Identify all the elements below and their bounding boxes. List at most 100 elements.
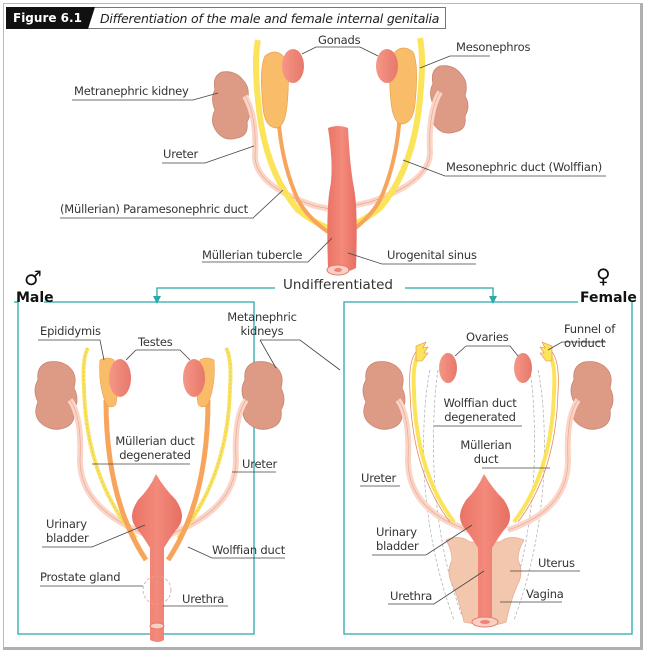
mesonephros-left xyxy=(261,51,289,129)
label-funnel-of-oviduct: Funnel of oviduct xyxy=(564,322,615,350)
leader-urinary-bladder-female xyxy=(372,524,473,556)
urogenital-sinus xyxy=(327,126,357,272)
leader-wolffian-duct xyxy=(187,546,285,559)
oviduct-right-edge xyxy=(517,351,559,523)
leader-urogenital-sinus xyxy=(347,252,476,265)
mullerian-degenerated-right-dash xyxy=(177,347,231,539)
label-prostate-gland: Prostate gland xyxy=(40,570,121,584)
wolffian-degenerated-left-2 xyxy=(433,369,463,617)
label-urethra-female: Urethra xyxy=(390,589,433,603)
label-funnel-line2: oviduct xyxy=(564,336,606,350)
label-urinary-bladder-male-line2: bladder xyxy=(46,531,89,545)
label-wolffian-degenerated-line2: degenerated xyxy=(444,410,516,424)
kidney-right-male xyxy=(241,361,285,430)
ureter-left-male-edge xyxy=(69,399,151,537)
ureter-right-female-edge xyxy=(507,399,579,531)
leader-testes xyxy=(125,349,191,361)
label-vagina: Vagina xyxy=(526,587,564,601)
leader-kidneys-across xyxy=(260,339,341,371)
figure-title: Differentiation of the male and female i… xyxy=(87,7,447,29)
label-urogenital-sinus: Urogenital sinus xyxy=(387,248,477,262)
label-gonads: Gonads xyxy=(318,33,361,47)
ovary-right xyxy=(514,353,532,383)
mullerian-duct-right-top xyxy=(348,109,402,234)
gonad-left xyxy=(282,49,304,83)
arrow-to-male xyxy=(156,287,275,300)
oviduct-right xyxy=(512,350,557,524)
label-urinary-bladder-male: Urinary bladder xyxy=(46,517,89,545)
ureter-left-female-edge xyxy=(397,399,469,531)
arrowhead-male xyxy=(153,296,161,304)
leader-mesonephric xyxy=(402,159,606,177)
label-urinary-bladder-female-line1: Urinary xyxy=(376,525,417,539)
label-urinary-bladder-female: Urinary bladder xyxy=(376,525,419,553)
ureter-right-male-edge xyxy=(165,399,247,537)
label-wolffian-duct: Wolffian duct xyxy=(212,543,286,557)
label-mesonephric-duct: Mesonephric duct (Wolffian) xyxy=(446,160,603,174)
leader-funnel xyxy=(547,341,606,351)
arrow-to-female xyxy=(405,287,494,300)
funnel-left xyxy=(415,341,429,362)
testis-left xyxy=(109,359,131,397)
kidney-left-female xyxy=(362,361,406,430)
label-urinary-bladder-male-line1: Urinary xyxy=(46,517,87,531)
label-metanephric-kidney: Metranephric kidney xyxy=(74,84,189,98)
ovary-left xyxy=(439,353,457,383)
kidney-right-top xyxy=(430,65,469,134)
label-metanephric-kidneys: Metanephric kidneys xyxy=(226,310,298,338)
leader-kidneys-male xyxy=(259,339,277,369)
wolffian-degenerated-right xyxy=(513,369,545,621)
gonad-right xyxy=(376,49,398,83)
undifferentiated-label: Undifferentiated xyxy=(278,277,398,293)
label-metanephric-kidneys-line1: Metanephric xyxy=(227,310,297,324)
label-mullerian-degenerated: Müllerian duct degenerated xyxy=(110,434,200,462)
figure-header: Figure 6.1 Differentiation of the male a… xyxy=(6,7,447,29)
wolffian-duct-right-male xyxy=(165,399,211,562)
prostate-gland xyxy=(142,575,172,605)
testis-right xyxy=(183,359,205,397)
wolffian-degenerated-left xyxy=(423,369,455,621)
male-heading: Male xyxy=(16,290,54,306)
leader-urethra-female xyxy=(388,570,485,605)
urogenital-sinus-lumen xyxy=(334,268,342,272)
female-heading: Female xyxy=(580,290,637,306)
urethra-lumen-female xyxy=(480,620,490,624)
label-ureter-top: Ureter xyxy=(163,147,199,161)
label-funnel-line1: Funnel of xyxy=(564,322,616,336)
mullerian-duct-left-top xyxy=(276,109,330,234)
kidney-left-male xyxy=(34,361,78,430)
male-leader-lines xyxy=(38,339,341,607)
leader-ureter xyxy=(162,145,255,164)
label-mullerian-degenerated-line1: Müllerian duct xyxy=(115,434,195,448)
label-epididymis: Epididymis xyxy=(40,324,101,338)
wolffian-degenerated-right-2 xyxy=(505,369,535,617)
urinary-bladder-female xyxy=(460,474,510,624)
label-ovaries: Ovaries xyxy=(466,330,509,344)
wolffian-duct-left-male xyxy=(103,399,149,562)
label-wolffian-degenerated-line1: Wolffian duct xyxy=(443,396,517,410)
label-mullerian-degenerated-line2: degenerated xyxy=(119,448,191,462)
leader-mullerian-tubercle xyxy=(202,237,333,263)
male-symbol-icon: ♂ xyxy=(24,266,42,290)
oviduct-left xyxy=(411,350,456,524)
label-metanephric-kidneys-line2: kidneys xyxy=(240,324,284,338)
label-ureter-male: Ureter xyxy=(242,457,278,471)
label-paramesonephric-duct: (Müllerian) Paramesonephric duct xyxy=(60,202,248,216)
label-mullerian-duct-line2: duct xyxy=(473,452,499,466)
label-uterus: Uterus xyxy=(538,556,575,570)
label-mullerian-duct-line1: Müllerian xyxy=(460,438,512,452)
urinary-bladder-male xyxy=(132,474,182,642)
leader-gonads xyxy=(301,46,379,57)
female-symbol-icon: ♀ xyxy=(596,264,611,288)
leader-epididymis xyxy=(38,339,105,361)
male-diagram xyxy=(34,346,285,642)
male-panel-border xyxy=(14,301,255,635)
urethra-opening-male xyxy=(149,622,165,630)
label-mullerian-tubercle: Müllerian tubercle xyxy=(202,248,303,262)
arrowhead-female xyxy=(489,296,497,304)
label-testes: Testes xyxy=(138,335,173,349)
label-ureter-female: Ureter xyxy=(361,471,397,485)
label-wolffian-degenerated: Wolffian duct degenerated xyxy=(440,396,520,424)
kidney-right-female xyxy=(570,361,614,430)
